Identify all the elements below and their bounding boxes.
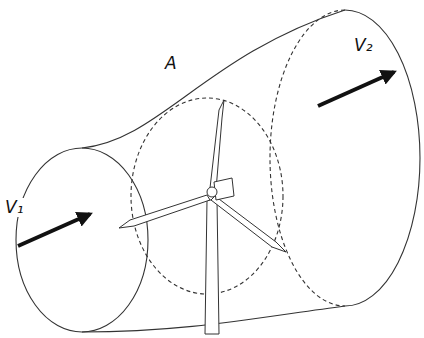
blades: [119, 100, 286, 252]
outlet-section: [345, 10, 420, 306]
hub: [207, 187, 217, 197]
outflow-arrow: [318, 72, 394, 106]
variable-label: A: [163, 54, 179, 73]
variable-label: V₁: [3, 198, 25, 217]
outlet-section-hidden: [270, 10, 345, 306]
stream-tube-top: [82, 10, 345, 148]
inflow-arrow: [18, 214, 90, 246]
variable-label: V₂: [352, 36, 374, 55]
inlet-section: [16, 148, 148, 332]
nacelle: [214, 178, 234, 200]
tower: [205, 200, 219, 334]
